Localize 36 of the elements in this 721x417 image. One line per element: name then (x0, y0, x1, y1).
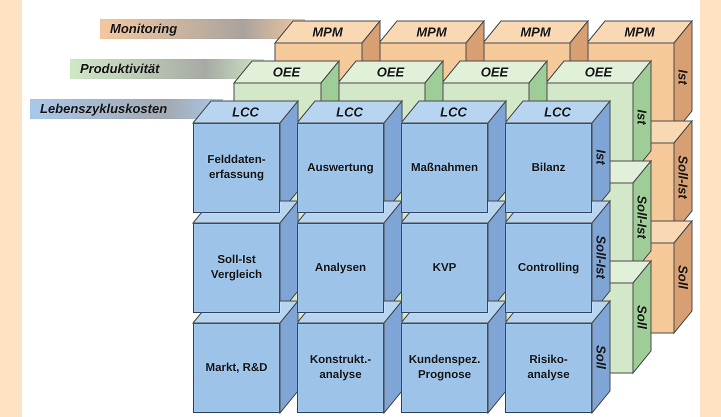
cube-front-face: Konstrukt.- analyse (297, 323, 384, 413)
column-label: MPM (416, 24, 447, 40)
cube-front-face: Analysen (297, 223, 384, 313)
column-label: OEE (272, 64, 300, 80)
column-label: OEE (480, 64, 508, 80)
row-band-label: Monitoring (100, 19, 305, 39)
cube-front-face: Soll-Ist Vergleich (193, 223, 280, 313)
row-state-label: Ist (594, 149, 608, 165)
row-state-label: Soll-Ist (676, 155, 690, 199)
column-label: LCC (544, 104, 571, 120)
cube-front-face: Bilanz (505, 123, 592, 213)
column-label: MPM (520, 24, 551, 40)
row-state-label: Soll (676, 265, 690, 289)
row-band-label: Produktivität (70, 59, 264, 79)
row-state-label: Ist (676, 69, 690, 85)
row-band-label: Lebenszykluskosten (30, 99, 223, 119)
row-state-label: Ist (634, 109, 650, 125)
column-label: LCC (232, 104, 259, 120)
row-state-label: Soll (594, 345, 608, 369)
row-state-label: Soll-Ist (634, 195, 650, 239)
column-label: LCC (440, 104, 467, 120)
column-label: LCC (336, 104, 363, 120)
cube-front-face: Controlling (505, 223, 592, 313)
cube-front-face: KVP (401, 223, 488, 313)
cube-front-face: Auswertung (297, 123, 384, 213)
row-state-label: Soll (634, 305, 650, 329)
column-label: MPM (624, 24, 655, 40)
cube-front-face: Maßnahmen (401, 123, 488, 213)
cube-front-face: Felddaten- erfassung (193, 123, 280, 213)
cube-front-face: Kundenspez. Prognose (401, 323, 488, 413)
cube-front-face: Risiko- analyse (505, 323, 592, 413)
cube-front-face: Markt, R&D (193, 323, 280, 413)
column-label: MPM (312, 24, 343, 40)
column-label: OEE (584, 64, 612, 80)
column-label: OEE (376, 64, 404, 80)
row-state-label: Soll-Ist (594, 235, 608, 279)
